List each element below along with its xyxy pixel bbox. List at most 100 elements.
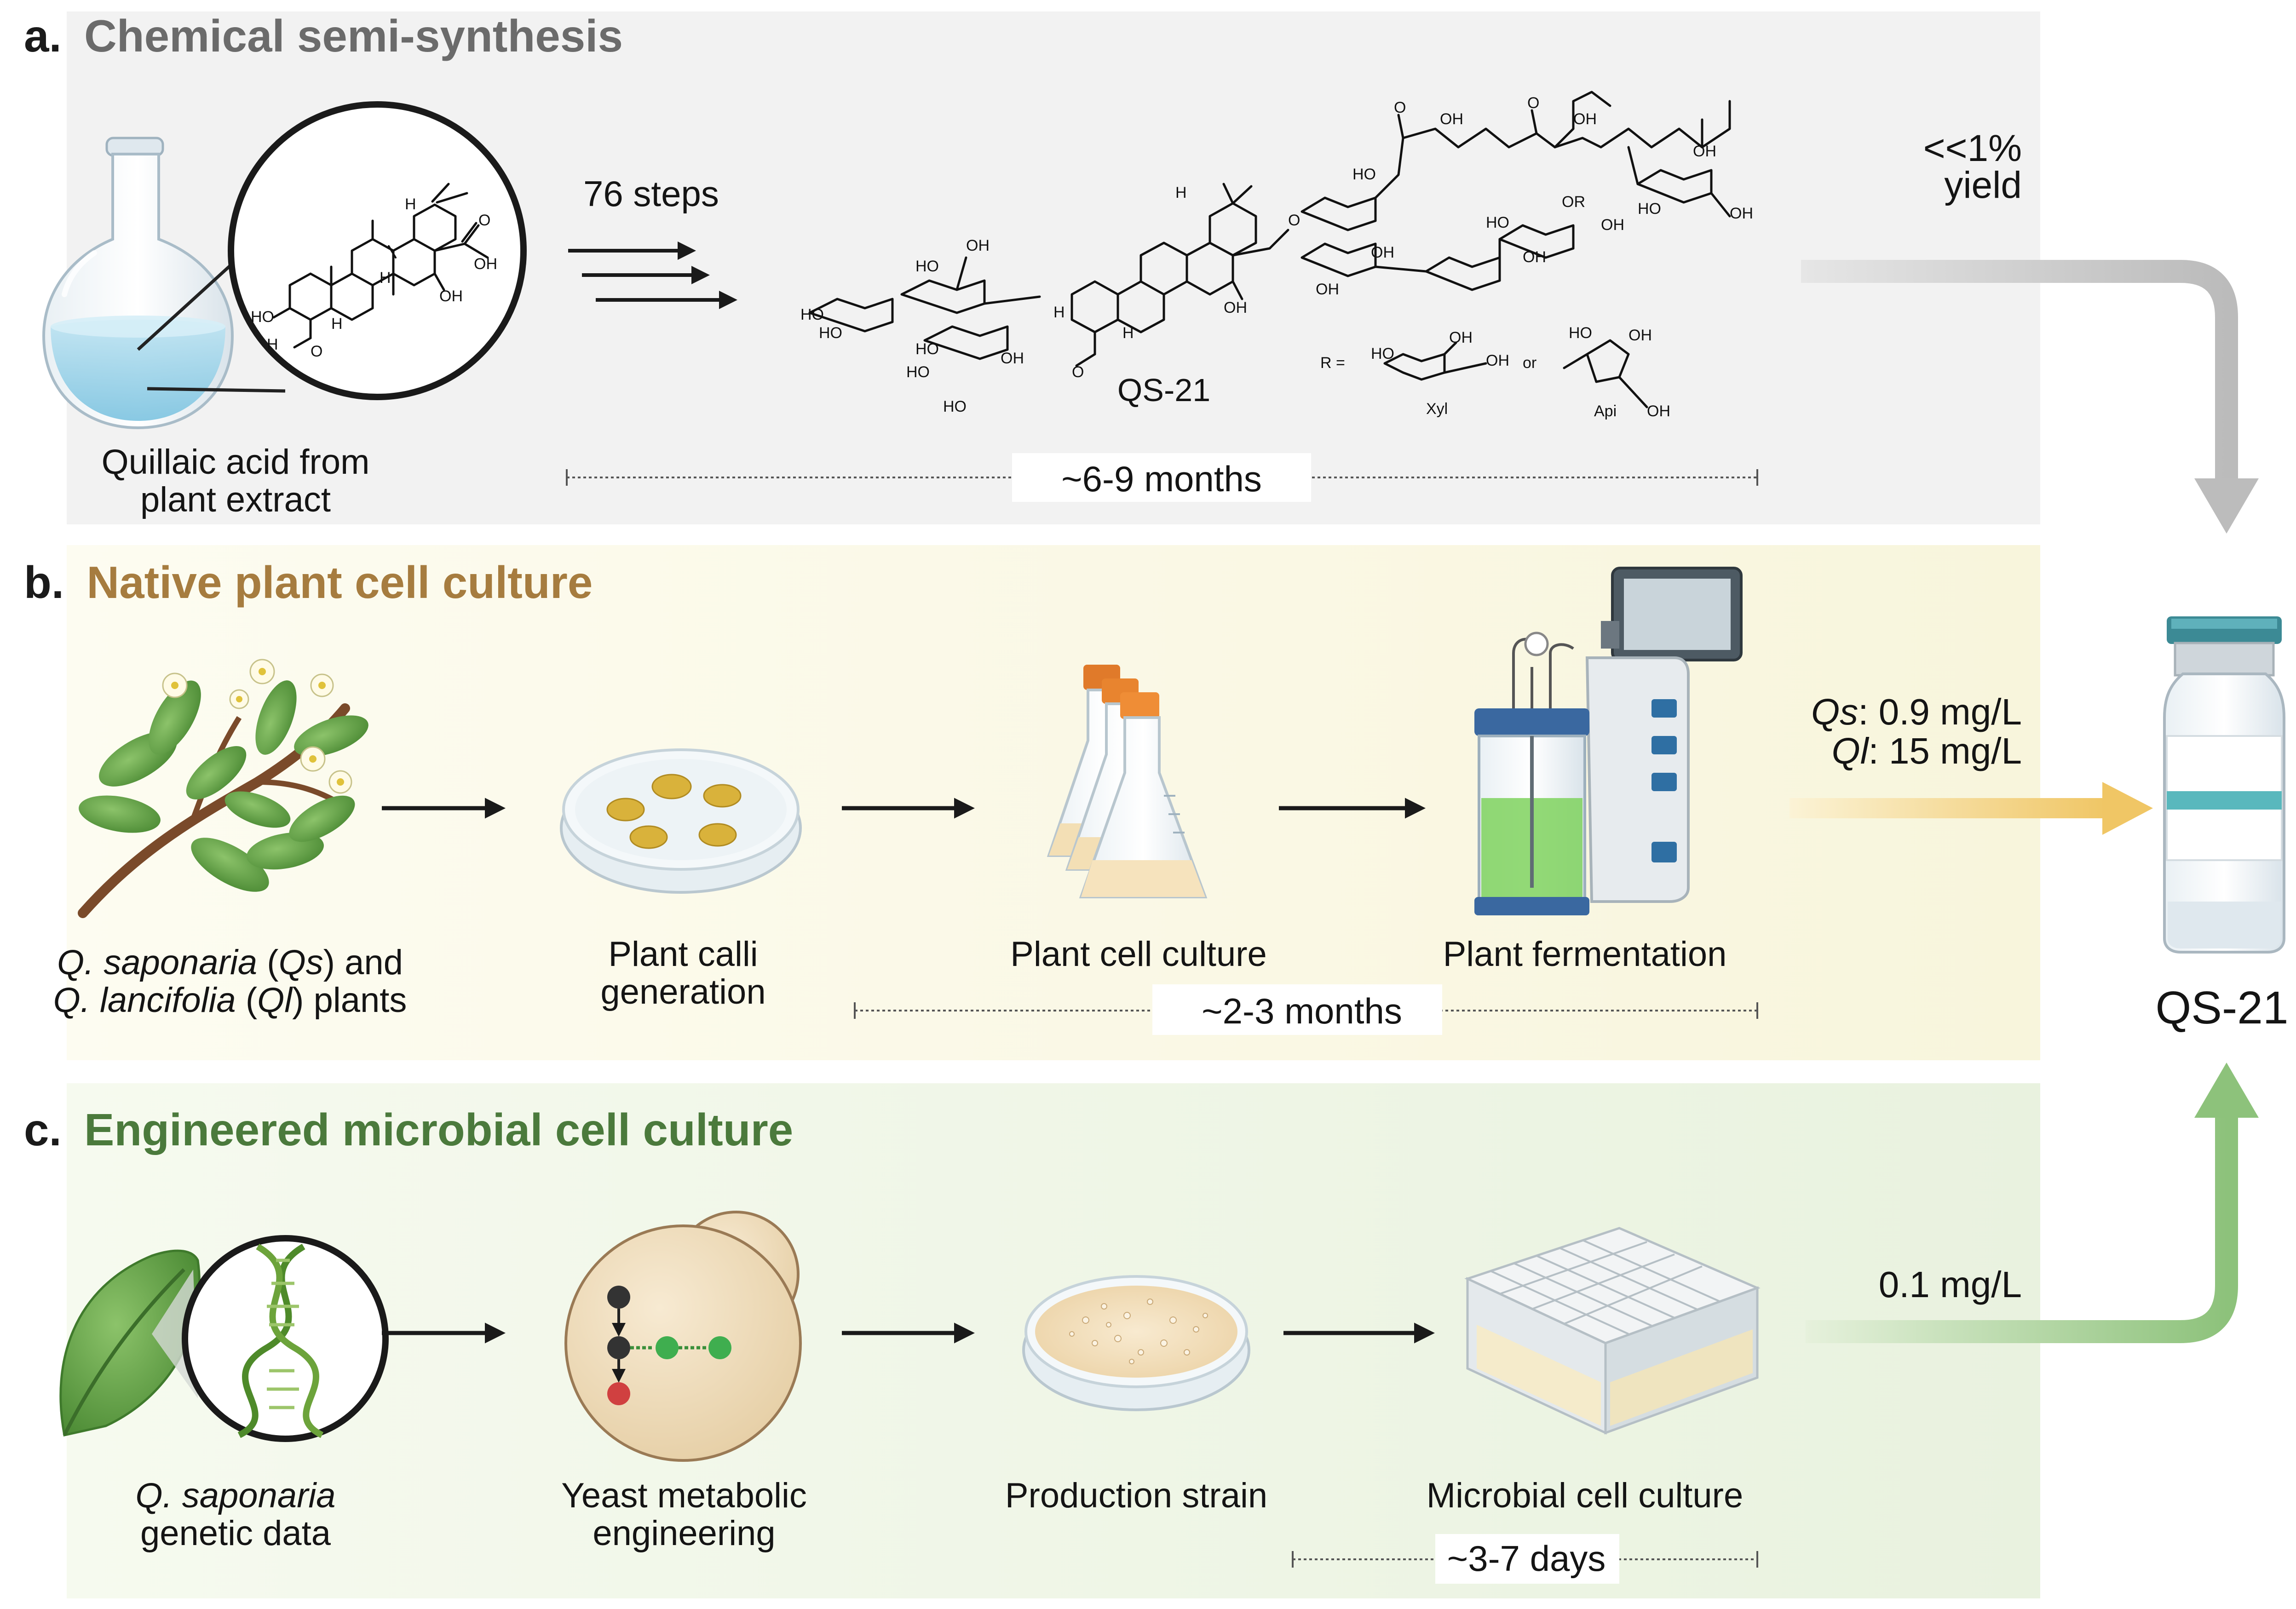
- yeast-label-line2: engineering: [593, 1514, 775, 1553]
- api-label: Api: [1594, 402, 1617, 420]
- chem-label-ho: HO: [915, 340, 939, 358]
- panel-c-heading: c. Engineered microbial cell culture: [24, 1104, 793, 1155]
- arrow-b-to-qs21: [1790, 798, 2107, 818]
- chem-label-ho: HO: [1569, 324, 1592, 342]
- duration-label-c: ~3-7 days: [1447, 1538, 1606, 1579]
- genetic-label-line2: genetic data: [140, 1514, 331, 1553]
- zoom-line-bottom: [147, 387, 286, 393]
- yield-qs-value: : 0.9 mg/L: [1858, 691, 2022, 732]
- calli-label-line1: Plant calli: [608, 935, 758, 974]
- qs21-chemical-structure: [808, 91, 1731, 367]
- chem-label-o: O: [478, 212, 490, 229]
- chem-label-h: H: [1053, 304, 1065, 321]
- quillaic-acid-zoom-circle: [228, 101, 527, 400]
- plants-qs-species: Q. saponaria: [57, 943, 257, 982]
- cell-culture-label: Plant cell culture: [1010, 935, 1267, 974]
- petri-dish-strain-icon: [1022, 1275, 1250, 1411]
- chem-label-o: O: [311, 343, 322, 360]
- source-label-line1: Quillaic acid from: [102, 442, 370, 482]
- chem-label-oh: OH: [1628, 327, 1652, 344]
- chem-label-or: OR: [1562, 193, 1585, 211]
- erlenmeyer-flasks-icon: [1047, 665, 1208, 898]
- quillaic-acid-structure: [272, 183, 489, 349]
- chem-label-o: O: [1394, 99, 1406, 116]
- plants-label-line2: Q. lancifolia (Ql) plants: [53, 981, 407, 1020]
- qs21-structure-labels: HO HO HO OH HO HO HO OH H O H H OH O HO …: [800, 94, 1753, 415]
- duration-label-a: ~6-9 months: [1061, 459, 1262, 499]
- plants-qs-abbr: Qs: [279, 943, 323, 982]
- arrow-a-to-qs21: [1801, 260, 2238, 478]
- yield-qs-line: Qs: 0.9 mg/L: [1811, 691, 2022, 732]
- chem-label-h: H: [1122, 324, 1134, 342]
- source-label-line2: plant extract: [140, 480, 331, 519]
- plants-line1-close: ) and: [323, 943, 403, 982]
- chem-label-ho: HO: [906, 363, 930, 381]
- chem-label-oh: OH: [474, 255, 497, 273]
- chem-label-oh: OH: [1371, 244, 1394, 261]
- strain-label: Production strain: [1005, 1476, 1267, 1515]
- arrow-a-head: [2194, 478, 2259, 534]
- yeast-cell-icon: [564, 1211, 802, 1462]
- duration-bar-b: ~2-3 months: [854, 984, 1758, 1035]
- chem-label-ho: HO: [1352, 166, 1376, 183]
- chem-label-oh: OH: [1001, 350, 1024, 367]
- chem-label-oh: OH: [1523, 248, 1546, 266]
- panel-a-letter: a.: [24, 11, 62, 61]
- r-equals-label: R =: [1320, 354, 1345, 372]
- arrow-c-to-qs21: [1806, 1118, 2238, 1343]
- chem-label-oh: OH: [1440, 110, 1463, 128]
- dna-helix-icon: [237, 1243, 324, 1438]
- chem-label-h: H: [331, 315, 343, 333]
- chem-label-h: H: [380, 269, 391, 287]
- chem-label-ho: HO: [1486, 214, 1509, 231]
- chem-label-oh: OH: [1316, 281, 1339, 298]
- arrow-b-head: [2102, 782, 2153, 835]
- panel-b-heading: b. Native plant cell culture: [24, 557, 593, 608]
- yield-ql-line: Ql: 15 mg/L: [1831, 730, 2022, 771]
- panel-a-heading: a. Chemical semi-synthesis: [24, 11, 623, 61]
- chem-label-oh: OH: [1693, 143, 1716, 160]
- chem-label-ho: HO: [819, 324, 842, 342]
- chem-label-oh: OH: [1573, 110, 1597, 128]
- chem-label-ho: HO: [1638, 200, 1661, 218]
- chem-label-h: H: [267, 336, 278, 353]
- panel-a-title: Chemical semi-synthesis: [84, 11, 623, 61]
- quillaic-acid-labels: HO H O H H H O OH OH: [251, 195, 497, 360]
- yield-ql-value: : 15 mg/L: [1868, 730, 2022, 771]
- plants-label-line1: Q. saponaria (Qs) and: [57, 943, 403, 982]
- chem-label-ho: HO: [943, 398, 967, 415]
- genetic-label-line1: Q. saponaria: [135, 1476, 335, 1515]
- plants-line2-close: ) plants: [292, 981, 407, 1020]
- r-group-definition: R = HO OH OH Xyl or HO OH OH Api: [1320, 324, 1670, 420]
- qs21-vial-icon: [2163, 616, 2285, 954]
- panel-c: c. Engineered microbial cell culture Q. …: [24, 1104, 2022, 1584]
- yield-qs-abbr: Qs: [1811, 691, 1858, 732]
- yeast-label-line1: Yeast metabolic: [561, 1476, 807, 1515]
- yield-label-line2: yield: [1944, 164, 2022, 206]
- panel-b-letter: b.: [24, 557, 64, 608]
- chem-label-o: O: [1527, 94, 1539, 112]
- plants-ql-abbr: Ql: [257, 981, 293, 1020]
- chem-label-oh: OH: [966, 237, 990, 254]
- duration-bar-a: ~6-9 months: [566, 453, 1758, 502]
- chem-label-oh: OH: [1601, 216, 1624, 234]
- panel-b-title: Native plant cell culture: [86, 557, 593, 608]
- chem-label-ho: HO: [915, 258, 939, 275]
- deep-well-plate-icon: [1464, 1227, 1761, 1435]
- chem-label-ho: HO: [251, 308, 274, 326]
- xyl-label: Xyl: [1426, 400, 1448, 418]
- multi-step-arrows: [568, 241, 737, 309]
- yield-ql-abbr: Ql: [1831, 730, 1869, 771]
- chem-label-oh: OH: [1730, 205, 1753, 222]
- steps-label: 76 steps: [583, 173, 719, 214]
- chem-label-ho: HO: [800, 306, 824, 323]
- chem-label-o: O: [1288, 212, 1300, 229]
- chem-label-h: H: [405, 195, 416, 213]
- bioreactor-icon: [1474, 567, 1743, 915]
- plants-line2-open: (: [236, 981, 257, 1020]
- qs21-product-label: QS-21: [2155, 982, 2288, 1034]
- plants-line1-open: (: [257, 943, 278, 982]
- chem-label-h: H: [1175, 184, 1187, 201]
- panel-a: a. Chemical semi-synthesis: [24, 11, 2022, 519]
